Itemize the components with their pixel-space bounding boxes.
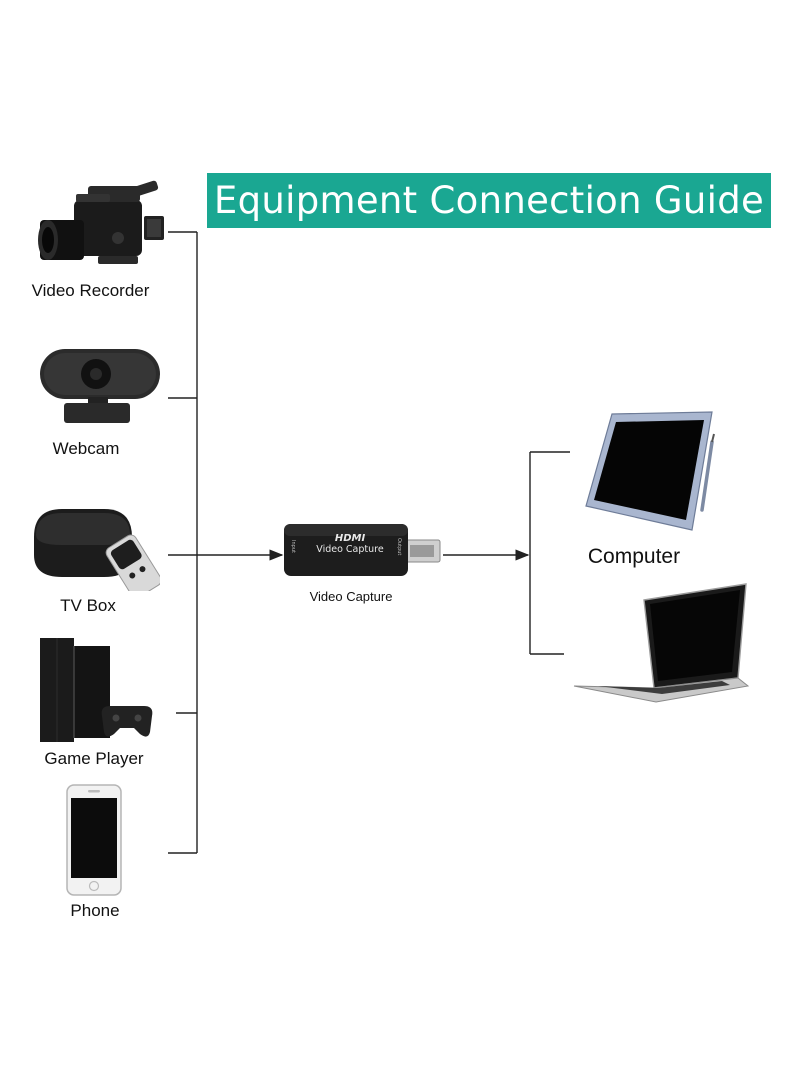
video-recorder bbox=[36, 180, 166, 281]
label-video-recorder: Video Recorder bbox=[31, 281, 150, 300]
game-player bbox=[38, 636, 158, 751]
capture-brand: HDMI bbox=[335, 533, 366, 544]
label-tv-box: TV Box bbox=[60, 596, 116, 615]
video-recorder-icon bbox=[38, 180, 164, 264]
capture-dongle-icon: HDMI Video Capture Input Output bbox=[284, 524, 441, 576]
game-console-icon bbox=[40, 638, 153, 742]
laptop bbox=[570, 582, 750, 711]
webcam-icon bbox=[40, 349, 160, 423]
guide-title: Equipment Connection Guide bbox=[207, 173, 771, 228]
label-computer: Computer bbox=[587, 545, 681, 568]
laptop-icon bbox=[573, 583, 750, 703]
capture-port-out: Output bbox=[396, 538, 402, 555]
label-phone: Phone bbox=[70, 901, 120, 920]
webcam bbox=[38, 345, 162, 432]
capture-body-text: Video Capture bbox=[316, 544, 384, 555]
label-game-player: Game Player bbox=[44, 749, 144, 768]
phone bbox=[66, 784, 122, 901]
tv-box-icon bbox=[34, 509, 162, 599]
capture-port-in: Input bbox=[290, 540, 296, 553]
capture-dongle: HDMI Video Capture Input Output bbox=[282, 520, 444, 585]
label-webcam: Webcam bbox=[52, 439, 120, 458]
tablet-icon bbox=[585, 411, 715, 531]
label-video-capture: Video Capture bbox=[309, 589, 393, 604]
tablet bbox=[582, 410, 722, 539]
phone-icon bbox=[66, 784, 122, 896]
tv-box bbox=[28, 505, 162, 599]
